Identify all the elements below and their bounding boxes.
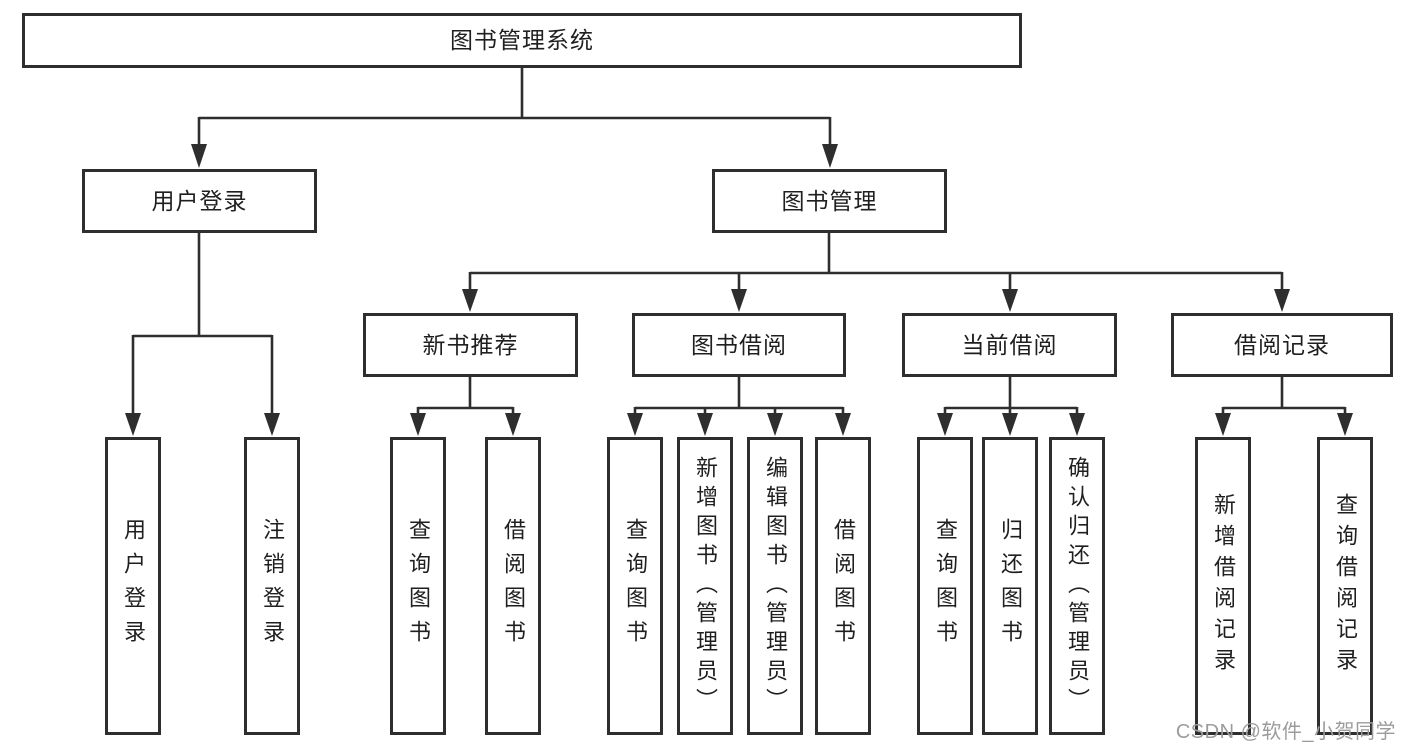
leaf-logout: 注销登录 [244,437,300,735]
node-borrowing-records: 借阅记录 [1171,313,1393,377]
leaf-edit-books-admin: 编辑图书（管理员） [747,437,803,735]
leaf-borrow-books-borrowing: 借阅图书 [815,437,871,735]
leaf-add-books-admin: 新增图书（管理员） [677,437,733,735]
leaf-confirm-return-admin: 确认归还（管理员） [1049,437,1105,735]
node-library-management-system: 图书管理系统 [22,13,1022,68]
leaf-return-books: 归还图书 [982,437,1038,735]
leaf-user-login: 用户登录 [105,437,161,735]
leaf-query-books-borrowing: 查询图书 [607,437,663,735]
leaf-query-books-recommend: 查询图书 [390,437,446,735]
node-book-management: 图书管理 [712,169,947,233]
leaf-borrow-books-recommend: 借阅图书 [485,437,541,735]
leaf-query-borrow-record: 查询借阅记录 [1317,437,1373,735]
node-current-borrowing: 当前借阅 [902,313,1117,377]
node-user-login: 用户登录 [82,169,317,233]
node-book-borrowing: 图书借阅 [632,313,846,377]
node-new-book-recommend: 新书推荐 [363,313,578,377]
csdn-watermark: CSDN @软件_小贺同学 [1175,721,1396,743]
leaf-query-books-current: 查询图书 [917,437,973,735]
leaf-add-borrow-record: 新增借阅记录 [1195,437,1251,735]
